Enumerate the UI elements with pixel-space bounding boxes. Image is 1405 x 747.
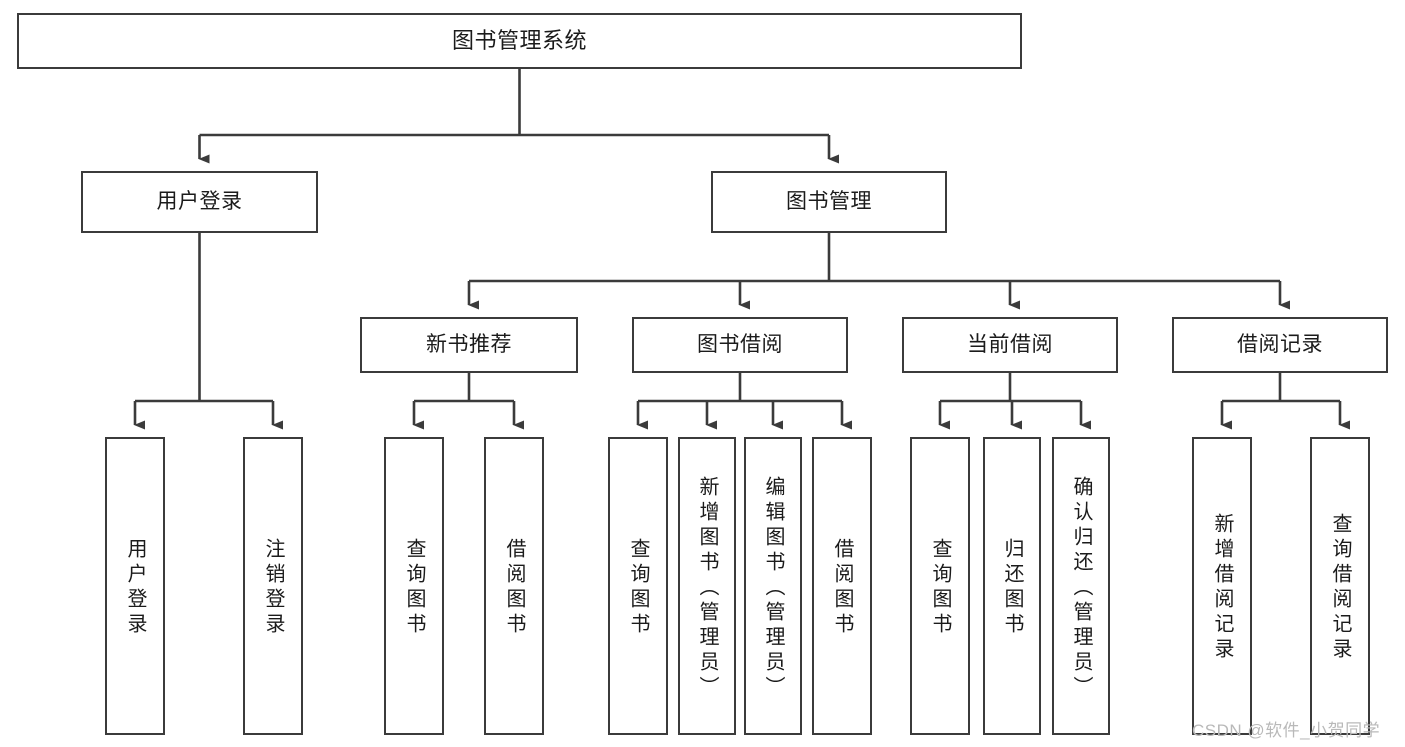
node-leaf-user-login[interactable]: 用户登录 [105,437,165,735]
node-label: 查询图书 [627,538,649,638]
node-label: 查询图书 [929,538,951,638]
node-leaf-return-book[interactable]: 归还图书 [983,437,1041,735]
node-label: 查询借阅记录 [1329,513,1351,663]
node-label: 确认归还（管理员） [1070,476,1092,701]
node-leaf-logout[interactable]: 注销登录 [243,437,303,735]
node-label: 编辑图书（管理员） [762,476,784,701]
node-label: 新增图书（管理员） [696,476,718,701]
node-l2-book-mgmt[interactable]: 图书管理 [711,171,947,233]
node-label: 用户登录 [124,538,146,638]
node-label: 借阅记录 [1237,332,1323,356]
node-leaf-query-book-1[interactable]: 查询图书 [384,437,444,735]
node-label: 借阅图书 [503,538,525,638]
node-l3-book-borrow[interactable]: 图书借阅 [632,317,848,373]
node-leaf-query-record[interactable]: 查询借阅记录 [1310,437,1370,735]
node-leaf-add-book[interactable]: 新增图书（管理员） [678,437,736,735]
node-leaf-borrow-book-2[interactable]: 借阅图书 [812,437,872,735]
node-label: 图书管理 [786,189,872,213]
node-leaf-borrow-book-1[interactable]: 借阅图书 [484,437,544,735]
node-label: 归还图书 [1001,538,1023,638]
node-label: 图书借阅 [697,332,783,356]
node-root[interactable]: 图书管理系统 [17,13,1022,69]
node-label: 查询图书 [403,538,425,638]
node-leaf-query-book-2[interactable]: 查询图书 [608,437,668,735]
node-l3-current-borrow[interactable]: 当前借阅 [902,317,1118,373]
node-label: 图书管理系统 [451,28,587,54]
node-label: 新增借阅记录 [1211,513,1233,663]
node-leaf-confirm-return[interactable]: 确认归还（管理员） [1052,437,1110,735]
node-l3-new-book-rec[interactable]: 新书推荐 [360,317,578,373]
node-leaf-edit-book[interactable]: 编辑图书（管理员） [744,437,802,735]
node-label: 借阅图书 [831,538,853,638]
node-leaf-query-book-3[interactable]: 查询图书 [910,437,970,735]
node-leaf-add-record[interactable]: 新增借阅记录 [1192,437,1252,735]
node-label: 注销登录 [262,538,284,638]
node-label: 当前借阅 [967,332,1053,356]
node-l3-borrow-record[interactable]: 借阅记录 [1172,317,1388,373]
node-label: 新书推荐 [426,332,512,356]
node-label: 用户登录 [156,189,243,213]
csdn-watermark: CSDN @软件_小贺同学 [1192,721,1381,740]
node-l2-user-login[interactable]: 用户登录 [81,171,318,233]
